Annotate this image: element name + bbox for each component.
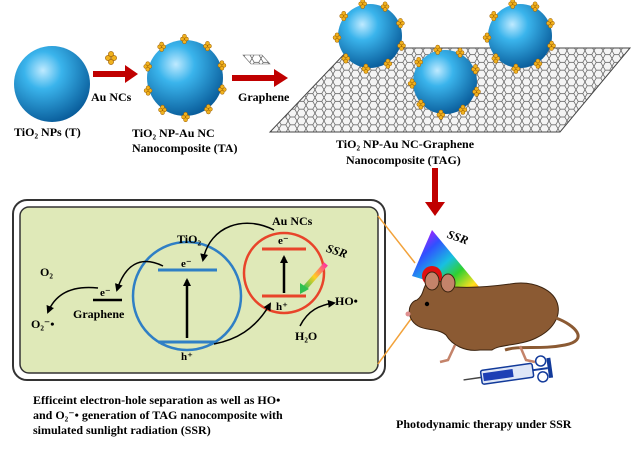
tio2-cb-electron: e⁻ xyxy=(181,258,192,270)
tag-label-line2: Nanocomposite (TAG) xyxy=(346,153,461,167)
tio2-np-label: TiO₂ NPs (T) xyxy=(14,125,81,139)
o2-radical-label: O₂⁻• xyxy=(31,317,54,331)
au-nc-dot xyxy=(332,32,342,43)
au-nc-dot xyxy=(218,84,227,95)
h2o-oxidation-arrow xyxy=(299,299,336,327)
au-nc-dot xyxy=(204,104,213,115)
au-ncs-arrow xyxy=(93,51,138,83)
au-nc-dot xyxy=(458,104,468,115)
au-nc-dot xyxy=(547,40,556,51)
au-nc-dot xyxy=(339,11,348,22)
caption-left-line3: simulated sunlight radiation (SSR) xyxy=(33,423,211,437)
au-nc-dot xyxy=(472,86,481,97)
h2o-label: H₂O xyxy=(295,329,317,343)
au-ncs-mech-label: Au NCs xyxy=(272,214,313,228)
au-nc-dot xyxy=(341,53,351,64)
graphene-electron: e⁻ xyxy=(100,287,111,299)
au-nc-dot xyxy=(358,0,367,9)
au-nc-dot xyxy=(489,11,498,22)
mouse-icon xyxy=(405,271,580,364)
au-nc-dot xyxy=(217,60,227,71)
au-nc-dot xyxy=(546,18,555,29)
au-nc-dot xyxy=(416,99,426,110)
au-nc-dot xyxy=(508,0,517,9)
graphene-mech-label: Graphene xyxy=(73,307,125,321)
ta-nanocomposite xyxy=(143,33,227,123)
au-nc-dot xyxy=(180,33,189,45)
syringe-icon xyxy=(463,355,554,385)
au-nc-dot xyxy=(530,1,540,12)
tio2-label: TiO₂ xyxy=(177,232,201,246)
au-nc-circle xyxy=(242,231,326,315)
au-nc-dot xyxy=(471,64,480,75)
au-nc-dot xyxy=(533,58,543,69)
down-arrow xyxy=(425,168,445,216)
au-nc-dot xyxy=(380,1,390,12)
tio2-nanoparticle xyxy=(14,46,90,122)
au-nc-dot xyxy=(143,85,153,96)
au-nc-dot xyxy=(433,44,442,55)
mechanism-panel xyxy=(12,199,386,381)
ta-label-line1: TiO₂ NP-Au NC xyxy=(132,126,215,140)
au-nc-dot xyxy=(511,63,521,74)
au-nc-dot xyxy=(491,53,501,64)
tio2-vb-hole: h⁺ xyxy=(181,351,193,363)
tag-nanocomposite xyxy=(268,0,632,133)
au-nc-dot xyxy=(143,61,152,72)
au-nc-dot xyxy=(455,47,465,58)
au-to-tio2-electron-arrow xyxy=(200,222,275,262)
caption-right: Photodynamic therapy under SSR xyxy=(396,417,572,431)
au-ncs-label: Au NCs xyxy=(91,90,132,104)
au-nc-dot xyxy=(157,41,166,52)
au-nc-dot xyxy=(181,111,190,123)
au-hole: h⁺ xyxy=(276,301,288,313)
au-nc-dot xyxy=(397,40,406,51)
o2-label: O₂ xyxy=(40,265,53,279)
graphene-arrow xyxy=(232,54,288,87)
au-nc-dot xyxy=(414,57,423,68)
caption-left-line1: Efficeint electron-hole separation as we… xyxy=(33,393,280,407)
tio2-circle xyxy=(131,240,243,352)
au-nc-dot xyxy=(407,78,417,89)
au-nc-cluster-icon xyxy=(105,51,117,65)
graphene-sheet-icon xyxy=(242,54,271,65)
au-nc-dot xyxy=(436,109,446,120)
graphene-label: Graphene xyxy=(238,90,290,104)
ssr-light-arrow xyxy=(300,262,328,294)
au-electron: e⁻ xyxy=(278,235,289,247)
tio2-to-graphene-arrow xyxy=(115,260,164,292)
ssr-mech-label: SSR xyxy=(325,241,350,261)
au-nc-dot xyxy=(158,104,167,115)
au-nc-dot xyxy=(396,18,405,29)
ho-radical-label: HO• xyxy=(335,294,358,308)
o2-reduction-arrow xyxy=(46,286,99,314)
au-nc-dot xyxy=(383,58,393,69)
au-nc-dot xyxy=(361,63,371,74)
ta-label-line2: Nanocomposite (TA) xyxy=(132,141,237,155)
tag-label-line1: TiO₂ NP-Au NC-Graphene xyxy=(336,137,475,151)
caption-left-line2: and O₂⁻• generation of TAG nanocomposite… xyxy=(33,408,283,422)
connector-top xyxy=(377,215,416,264)
au-nc-dot xyxy=(203,41,212,52)
hole-transfer-arrow xyxy=(213,302,272,345)
ssr-therapy-label: SSR xyxy=(445,227,470,247)
au-nc-dot xyxy=(482,32,492,43)
